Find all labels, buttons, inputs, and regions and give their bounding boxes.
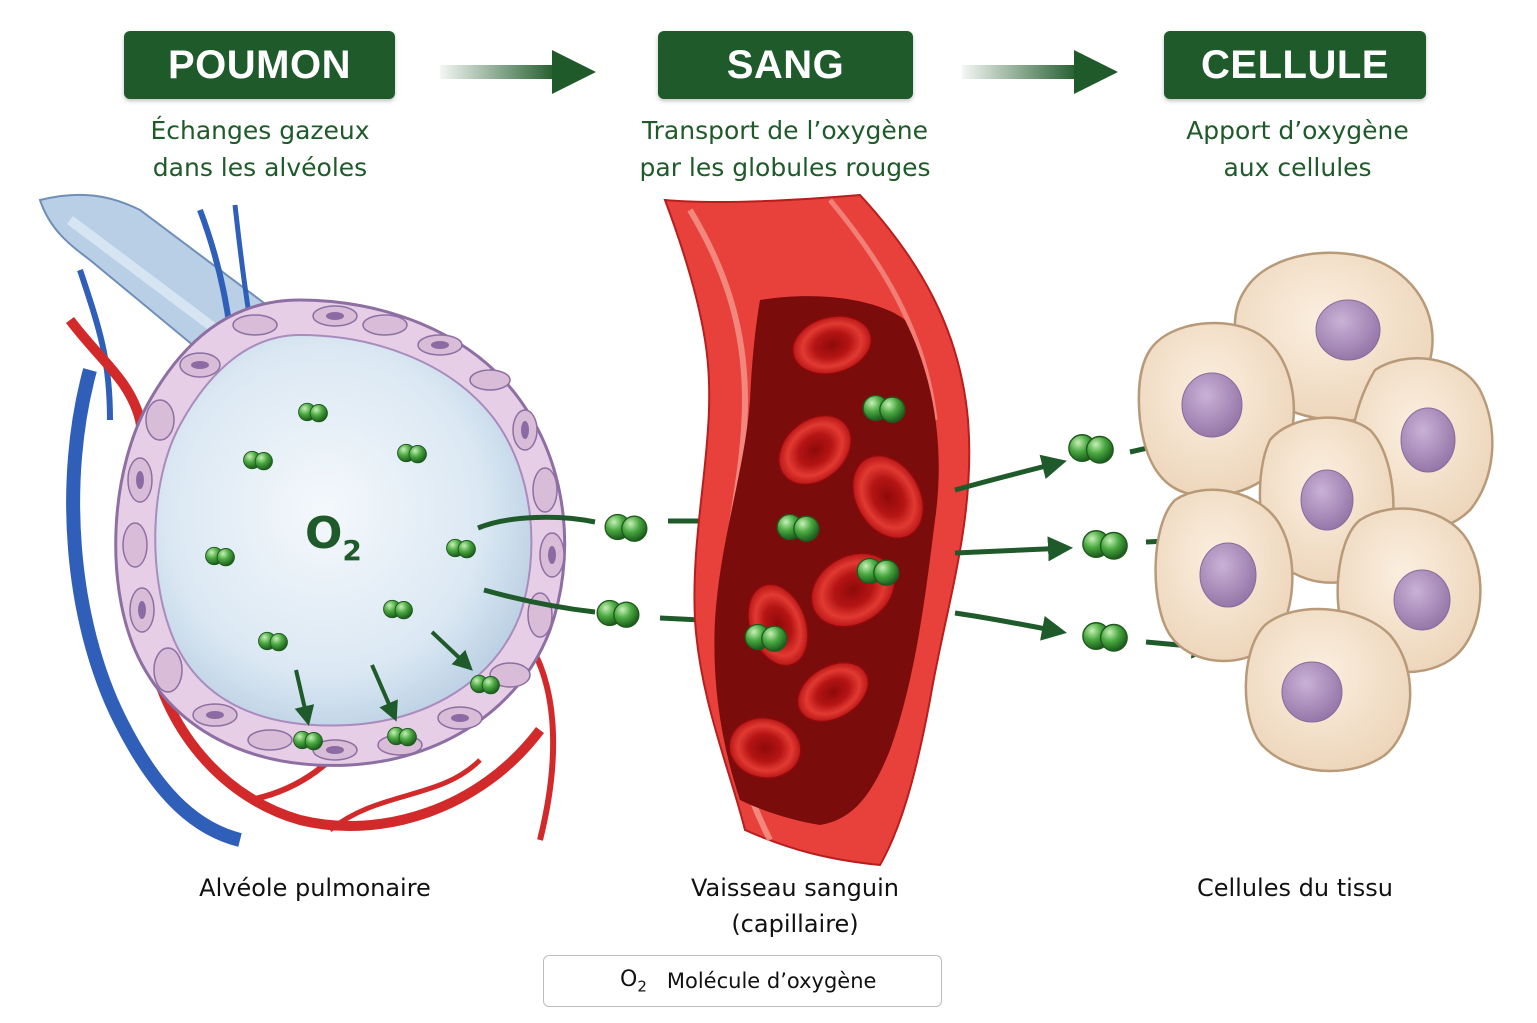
alveole-illustration: O2 <box>38 193 567 847</box>
subtitle-poumon: Échanges gazeux dans les alvéoles <box>110 112 410 186</box>
tissue-cells-illustration <box>1137 251 1494 773</box>
nucleus <box>1400 407 1456 473</box>
caption-line: Vaisseau sanguin <box>691 874 899 902</box>
alveolar-air-space <box>154 333 533 727</box>
header-poumon: POUMON <box>124 31 395 99</box>
nucleus <box>1393 569 1451 631</box>
subtitle-line: Transport de l’oxygène <box>642 116 928 145</box>
nucleus <box>1281 661 1343 723</box>
vessel-lumen <box>714 296 939 825</box>
subtitle-cellule: Apport d’oxygène aux cellules <box>1145 112 1450 186</box>
subtitle-line: Échanges gazeux <box>150 116 370 145</box>
subtitle-line: aux cellules <box>1223 153 1372 182</box>
flow-arrow-icon <box>440 50 596 94</box>
caption-line: Cellules du tissu <box>1196 874 1393 902</box>
header-sang-title: SANG <box>726 42 845 87</box>
nucleus <box>1199 542 1257 608</box>
legend-symbol-main: O <box>620 966 638 992</box>
flow-arrow-icon <box>962 50 1118 94</box>
nucleus <box>1300 469 1354 531</box>
subtitle-line: dans les alvéoles <box>152 153 368 182</box>
caption-alveole: Alvéole pulmonaire <box>150 870 480 906</box>
header-poumon-title: POUMON <box>168 42 351 87</box>
subtitle-line: par les globules rouges <box>639 153 931 182</box>
caption-cellules: Cellules du tissu <box>1130 870 1460 906</box>
header-sang: SANG <box>658 31 913 99</box>
capillary-illustration <box>663 193 971 867</box>
legend-symbol-sub: 2 <box>637 977 647 996</box>
legend: O2 Molécule d’oxygène <box>543 955 942 1007</box>
nucleus <box>1181 372 1243 438</box>
caption-vaisseau: Vaisseau sanguin (capillaire) <box>630 870 960 942</box>
vein <box>66 368 242 847</box>
caption-line: Alvéole pulmonaire <box>199 874 431 902</box>
alveole-o2-label: O2 <box>305 508 362 567</box>
header-cellule-title: CELLULE <box>1201 42 1389 87</box>
subtitle-line: Apport d’oxygène <box>1186 116 1409 145</box>
header-cellule: CELLULE <box>1164 31 1426 99</box>
subtitle-sang: Transport de l’oxygène par les globules … <box>605 112 965 186</box>
legend-symbol: O2 <box>620 967 647 995</box>
legend-text: Molécule d’oxygène <box>666 969 877 993</box>
caption-line: (capillaire) <box>731 910 859 938</box>
nucleus <box>1315 299 1381 361</box>
